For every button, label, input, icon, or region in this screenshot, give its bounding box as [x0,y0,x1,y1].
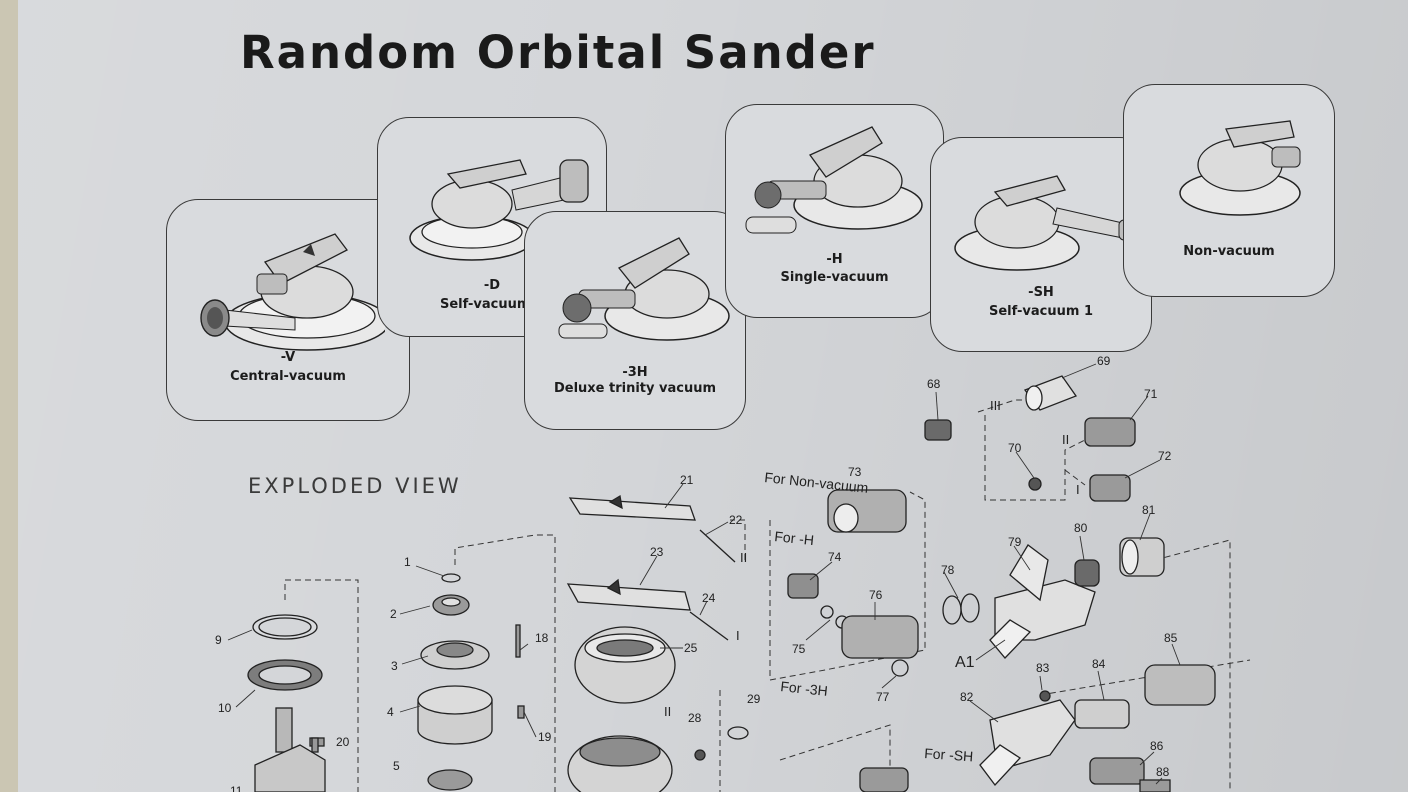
model-code: -SH [1028,285,1054,300]
model-code: -V [280,350,296,365]
part-label-68: 68 [927,377,941,391]
part-label-75: 75 [792,642,806,656]
model-name: Non-vacuum [1183,244,1275,259]
part-label-21: 21 [680,473,694,487]
group-marker-ii: II [1062,432,1069,447]
part-label-22: 22 [729,513,743,527]
part-label-73: 73 [848,465,862,479]
model-panel-single-vacuum: -H Single-vacuum [725,104,944,318]
group-marker-iii: III [990,398,1001,413]
part-label-83: 83 [1036,661,1050,675]
model-name: Self-vacuum 2 [439,297,545,312]
part-label-24: 24 [702,591,716,605]
model-name: Single-vacuum [780,270,889,285]
sander-single-vacuum-illustration [745,126,923,234]
part-label-4: 4 [387,705,394,719]
part-number-labels: 1 2 3 4 5 9 10 11 18 19 20 21 22 23 24 2… [215,354,1178,792]
sander-non-vacuum-illustration [1179,120,1301,216]
part-label-5: 5 [393,759,400,773]
part-label-88: 88 [1156,765,1170,779]
label-for-h: For -H [774,528,815,548]
part-label-85: 85 [1164,631,1178,645]
part-label-74: 74 [828,550,842,564]
page-title: Random Orbital Sander [240,26,876,79]
sander-deluxe-trinity-vacuum-illustration [558,237,730,341]
part-label-25: 25 [684,641,698,655]
part-label-81: 81 [1142,503,1156,517]
part-label-3: 3 [391,659,398,673]
part-label-84: 84 [1092,657,1106,671]
part-label-2: 2 [390,607,397,621]
label-for-3h: For -3H [780,678,829,699]
part-label-9: 9 [215,633,222,647]
exploded-view-heading: EXPLODED VIEW [248,474,462,498]
part-label-23: 23 [650,545,664,559]
part-label-79: 79 [1008,535,1022,549]
model-code: -H [826,252,843,267]
part-label-70: 70 [1008,441,1022,455]
part-label-10: 10 [218,701,232,715]
part-label-76: 76 [869,588,883,602]
part-label-77: 77 [876,690,890,704]
model-panel-self-vacuum-1: -SH Self-vacuum 1 [930,137,1152,352]
part-label-11: 11 [230,784,243,792]
part-label-78: 78 [941,563,955,577]
model-code: -3H [622,365,648,380]
part-label-29: 29 [747,692,761,706]
label-a1: A1 [955,654,975,671]
group-marker-i: I [1076,482,1080,497]
group-marker-ii: II [740,550,747,565]
sander-self-vacuum-2-illustration [409,159,589,261]
model-panel-non-vacuum: Non-vacuum [1123,84,1335,297]
part-label-71: 71 [1144,387,1158,401]
part-label-86: 86 [1150,739,1164,753]
part-label-28: 28 [688,711,702,725]
model-code: -D [483,278,501,293]
part-label-69: 69 [1097,354,1111,368]
leader-lines [227,363,1181,785]
group-marker-ii: II [664,704,671,719]
part-label-82: 82 [960,690,974,704]
exploded-parts [247,375,1216,792]
part-label-72: 72 [1158,449,1172,463]
part-label-19: 19 [538,730,552,744]
sander-self-vacuum-1-illustration [954,175,1146,271]
part-label-20: 20 [336,735,350,749]
part-label-1: 1 [404,555,411,569]
model-name: Self-vacuum 1 [988,304,1094,319]
group-markers: II I II III II I [664,398,1080,719]
model-name: Central-vacuum [230,369,346,384]
label-for-sh: For -SH [924,745,974,764]
part-label-18: 18 [535,631,549,645]
model-name: Deluxe trinity vacuum [553,381,717,396]
model-panel-deluxe-trinity-vacuum: -3H Deluxe trinity vacuum [524,211,746,430]
part-label-80: 80 [1074,521,1088,535]
sander-central-vacuum-illustration [200,233,385,351]
group-marker-i: I [736,628,740,643]
